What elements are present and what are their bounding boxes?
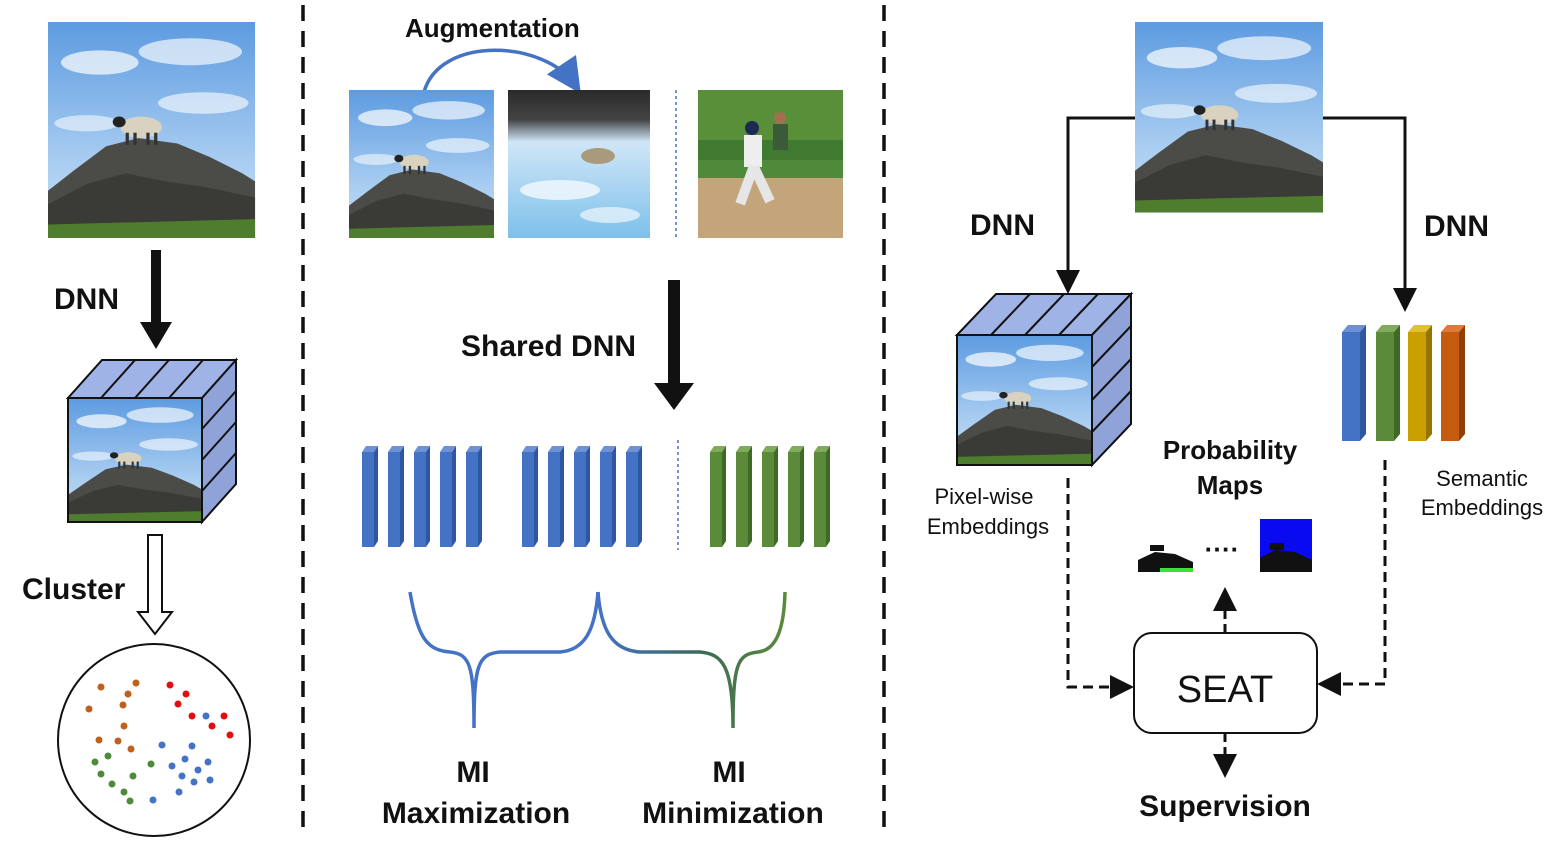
mi-max-line2: Maximization [382, 797, 570, 830]
mi-min-line1: MI [712, 756, 745, 789]
shared-dnn-label: Shared DNN [461, 330, 636, 363]
cluster-points-orange [85, 679, 140, 753]
probability-maps-line1: Probability [1163, 435, 1298, 465]
cluster-points-blue [149, 712, 214, 804]
probability-map-first [1138, 540, 1193, 572]
dnn-left-connector [1056, 116, 1135, 294]
mi-min-line2: Minimization [642, 797, 824, 830]
semantic-embeddings-line1: Semantic [1436, 466, 1528, 491]
dnn-left-label: DNN [970, 209, 1035, 242]
mi-min-brace [596, 591, 787, 729]
probability-maps-ellipsis: ···· [1205, 534, 1240, 564]
left-dnn-arrow [140, 250, 172, 349]
cluster-arrow [135, 534, 175, 636]
feature-maps-augmented [522, 446, 642, 547]
feature-maps-original [362, 446, 482, 547]
left-input-image [48, 22, 256, 238]
shared-dnn-arrow [654, 280, 694, 410]
pixel-embeddings-line1: Pixel-wise [934, 484, 1033, 509]
supervision-label: Supervision [1139, 790, 1311, 823]
augmented-image [508, 90, 650, 238]
cluster-circle [57, 643, 251, 837]
mi-max-line1: MI [456, 756, 489, 789]
pixel-embeddings-line2: Embeddings [927, 514, 1049, 539]
middle-panel: Augmentation Shared DNN [349, 13, 843, 830]
probability-map-last [1260, 519, 1312, 572]
cluster-label: Cluster [22, 573, 126, 606]
augmentation-label: Augmentation [405, 13, 580, 43]
mi-max-brace [408, 591, 600, 729]
pixel-to-seat-connector [1066, 478, 1134, 699]
semantic-embedding-bars [1342, 325, 1465, 441]
cluster-points-green [91, 752, 155, 805]
dnn-right-connector [1323, 116, 1417, 312]
original-image [349, 90, 494, 238]
semantic-to-seat-connector [1317, 460, 1387, 696]
right-panel: DNN DNN Pixel-wise Embeddings Semantic E… [927, 22, 1543, 823]
feature-maps-other [710, 446, 830, 547]
right-input-image [1135, 22, 1323, 213]
probability-maps-line2: Maps [1197, 470, 1263, 500]
semantic-embeddings-line2: Embeddings [1421, 495, 1543, 520]
pixel-embedding-cube [954, 291, 1134, 468]
left-feature-cube [65, 357, 239, 525]
dnn-right-label: DNN [1424, 210, 1489, 243]
left-panel: DNN Cluster [22, 22, 256, 837]
augmentation-arrow [422, 48, 581, 94]
left-dnn-label: DNN [54, 283, 119, 316]
cluster-points-red [166, 681, 234, 739]
seat-label: SEAT [1177, 669, 1273, 711]
baseball-image [698, 90, 843, 238]
